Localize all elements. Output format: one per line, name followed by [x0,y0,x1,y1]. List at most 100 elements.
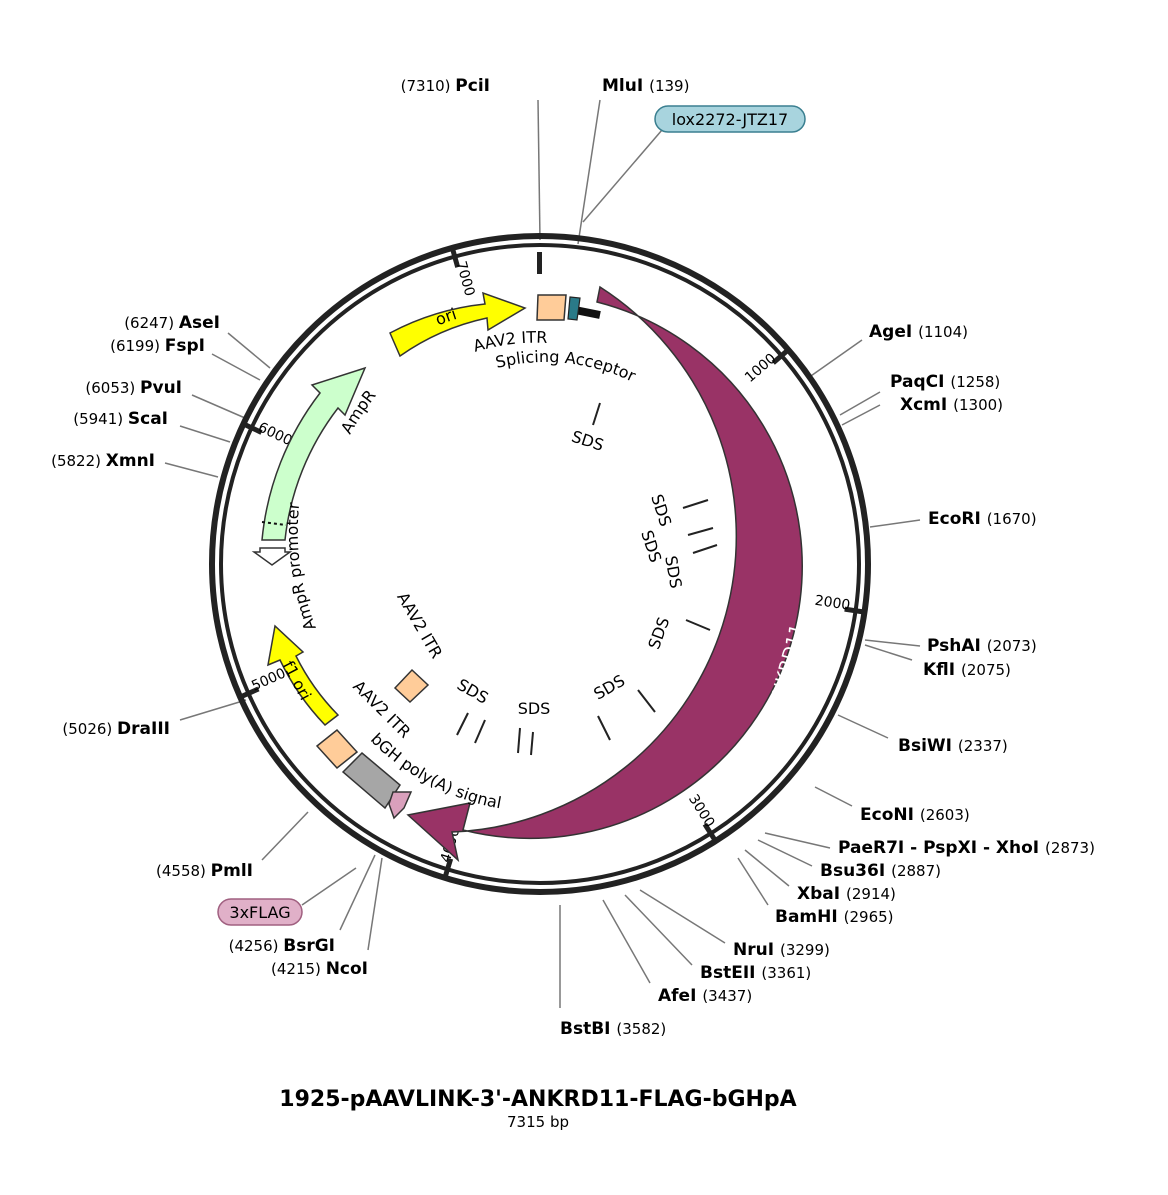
site-ecori[interactable]: EcoRI (1670) [928,509,1037,529]
site-line-fspi [211,353,261,381]
site-name-nrui: NruI [733,940,780,960]
flag-pill[interactable]: 3xFLAG [217,898,303,926]
itr-bottom-feature[interactable] [315,728,359,770]
site-bsrgi[interactable]: (4256) BsrGI [229,936,335,956]
site-pos-bsteii: (3361) [761,964,811,982]
lox-feature[interactable] [567,296,581,321]
site-line-paqci [839,391,881,416]
itr-top-feature[interactable] [536,294,567,321]
site-pvui[interactable]: (6053) PvuI [85,378,182,398]
site-name-bstbi: BstBI [560,1019,616,1039]
site-scai[interactable]: (5941) ScaI [73,409,168,429]
sds-marks [456,402,718,756]
site-name-bamhi: BamHI [775,907,844,927]
site-paer7i-pspxi-xhoi[interactable]: PaeR7I - PspXI - XhoI (2873) [838,838,1095,858]
tick-label-7000: 7000 [453,259,478,298]
site-line-agei [807,339,863,379]
site-pos-xcmi: (1300) [953,396,1003,414]
site-line-xcmi [841,404,881,426]
site-pos-bstbi: (3582) [616,1020,666,1038]
site-asei[interactable]: (6247) AseI [124,313,220,333]
ampr-dotted-boundary [261,521,287,526]
site-pos-nrui: (3299) [780,941,830,959]
site-pmli[interactable]: (4558) PmlI [156,861,253,881]
site-pos-scai: (5941) [73,410,128,428]
tick-mark-5000 [237,686,260,701]
site-line-pcii [537,99,541,241]
site-kfli[interactable]: KflI (2075) [923,660,1011,680]
flag-pill-label: 3xFLAG [229,903,290,922]
site-line-paer7i-pspxi-xhoi [764,832,831,849]
site-pos-xmni: (5822) [51,452,106,470]
itr-inner-feature[interactable] [393,668,430,704]
site-mlui[interactable]: MluI (139) [602,76,689,96]
site-paqci[interactable]: PaqCI (1258) [890,372,1000,392]
site-leader-lines [164,99,921,1008]
linker-segment [574,306,601,319]
pill-line-flag [301,867,357,906]
site-name-bsiwi: BsiWI [898,736,958,756]
site-line-ncoi [367,857,383,951]
ori-feature[interactable] [389,291,527,358]
site-bsiwi[interactable]: BsiWI (2337) [898,736,1008,756]
site-econi[interactable]: EcoNI (2603) [860,805,970,825]
sds-label-6: SDS [590,671,628,704]
site-pos-bamhi: (2965) [844,908,894,926]
site-draiii[interactable]: (5026) DraIII [62,719,170,739]
site-pos-asei: (6247) [124,314,179,332]
site-line-bamhi [737,857,769,906]
site-pos-paqci: (1258) [950,373,1000,391]
site-line-pmli [261,811,309,861]
site-pos-xbai: (2914) [846,885,896,903]
tick-mark-3000 [702,822,719,845]
tick-mark-2000 [844,606,867,615]
site-line-bsrgi [339,854,376,931]
site-line-xbai [744,849,790,887]
site-name-paer7i-pspxi-xhoi: PaeR7I - PspXI - XhoI [838,838,1045,858]
site-name-fspi: FspI [165,336,205,356]
site-pos-pvui: (6053) [85,379,140,397]
site-name-xbai: XbaI [797,884,846,904]
site-fspi[interactable]: (6199) FspI [110,336,205,356]
f1ori-feature[interactable] [267,624,340,727]
site-afei[interactable]: AfeI (3437) [658,986,752,1006]
site-pos-draiii: (5026) [62,720,117,738]
site-name-ecori: EcoRI [928,509,987,529]
site-xcmi[interactable]: XcmI (1300) [900,395,1003,415]
tick-label-2000: 2000 [814,593,852,614]
tick-mark-7000 [449,245,461,268]
site-pos-pmli: (4558) [156,862,211,880]
site-bamhi[interactable]: BamHI (2965) [775,907,894,927]
site-name-scai: ScaI [128,409,168,429]
site-name-mlui: MluI [602,76,649,96]
site-pos-bsrgi: (4256) [229,937,284,955]
sds-label-1: SDS [569,427,606,455]
site-pcii[interactable]: (7310) PciI [401,76,490,96]
site-line-ecori [869,519,921,528]
site-bstbi[interactable]: BstBI (3582) [560,1019,666,1039]
site-line-bsu36i [757,839,813,867]
site-bsteii[interactable]: BstEII (3361) [700,963,811,983]
site-name-xcmi: XcmI [900,395,953,415]
site-name-xmni: XmnI [106,451,155,471]
lox-pill[interactable]: lox2272-JTZ17 [654,105,806,133]
flag-feature[interactable] [388,791,413,820]
site-name-pvui: PvuI [140,378,182,398]
ampr-promoter-feature[interactable] [251,547,293,566]
site-xbai[interactable]: XbaI (2914) [797,884,896,904]
bgh-polya-feature[interactable] [341,751,401,810]
site-ncoi[interactable]: (4215) NcoI [271,959,368,979]
site-xmni[interactable]: (5822) XmnI [51,451,155,471]
ankrd11-feature[interactable] [406,285,804,863]
site-pos-afei: (3437) [702,987,752,1005]
site-line-kfli [864,644,913,661]
ampr-feature[interactable] [261,366,367,541]
site-bsu36i[interactable]: Bsu36I (2887) [820,861,941,881]
site-pshai[interactable]: PshAI (2073) [927,636,1037,656]
sds-label-5: SDS [644,615,673,652]
plasmid-length: 7315 bp [507,1113,569,1131]
site-agei[interactable]: AgeI (1104) [869,322,968,342]
site-line-bsiwi [837,714,889,739]
tick-mark-6000 [240,420,263,435]
site-nrui[interactable]: NruI (3299) [733,940,830,960]
